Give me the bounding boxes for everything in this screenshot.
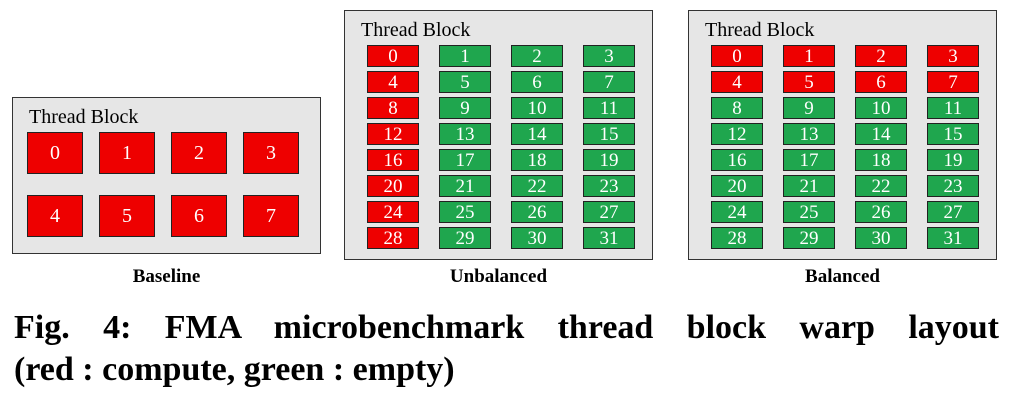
warp-empty-30: 30: [855, 227, 907, 249]
warp-empty-30: 30: [511, 227, 563, 249]
warp-empty-21: 21: [783, 175, 835, 197]
warp-empty-25: 25: [439, 201, 491, 223]
warp-empty-14: 14: [511, 123, 563, 145]
warp-empty-2: 2: [511, 45, 563, 67]
warp-compute-0: 0: [367, 45, 419, 67]
warp-empty-13: 13: [783, 123, 835, 145]
warp-compute-5: 5: [99, 195, 155, 237]
baseline-caption: Baseline: [132, 266, 201, 287]
warp-empty-11: 11: [927, 97, 979, 119]
warp-empty-8: 8: [711, 97, 763, 119]
warp-empty-11: 11: [583, 97, 635, 119]
warp-empty-27: 27: [583, 201, 635, 223]
baseline-panel-title: Thread Block: [29, 106, 139, 128]
warp-compute-2: 2: [855, 45, 907, 67]
balanced-panel-title: Thread Block: [705, 19, 815, 41]
warp-empty-29: 29: [783, 227, 835, 249]
warp-compute-3: 3: [243, 132, 299, 174]
warp-empty-16: 16: [711, 149, 763, 171]
warp-empty-18: 18: [855, 149, 907, 171]
warp-empty-7: 7: [583, 71, 635, 93]
warp-empty-3: 3: [583, 45, 635, 67]
warp-empty-23: 23: [927, 175, 979, 197]
warp-compute-0: 0: [27, 132, 83, 174]
warp-compute-1: 1: [783, 45, 835, 67]
warp-compute-7: 7: [243, 195, 299, 237]
warp-empty-12: 12: [711, 123, 763, 145]
warp-empty-9: 9: [439, 97, 491, 119]
warp-compute-4: 4: [711, 71, 763, 93]
warp-compute-24: 24: [367, 201, 419, 223]
warp-compute-3: 3: [927, 45, 979, 67]
warp-empty-1: 1: [439, 45, 491, 67]
warp-empty-22: 22: [511, 175, 563, 197]
warp-empty-18: 18: [511, 149, 563, 171]
warp-empty-14: 14: [855, 123, 907, 145]
warp-empty-10: 10: [511, 97, 563, 119]
warp-empty-19: 19: [927, 149, 979, 171]
warp-compute-6: 6: [855, 71, 907, 93]
warp-empty-6: 6: [511, 71, 563, 93]
warp-empty-24: 24: [711, 201, 763, 223]
unbalanced-caption: Unbalanced: [449, 266, 548, 287]
warp-compute-0: 0: [711, 45, 763, 67]
figure-caption-line2: (red : compute, green : empty): [14, 351, 455, 388]
warp-compute-7: 7: [927, 71, 979, 93]
warp-empty-15: 15: [583, 123, 635, 145]
warp-compute-20: 20: [367, 175, 419, 197]
warp-empty-17: 17: [439, 149, 491, 171]
unbalanced-panel-title: Thread Block: [361, 19, 471, 41]
warp-empty-31: 31: [583, 227, 635, 249]
warp-compute-12: 12: [367, 123, 419, 145]
warp-empty-9: 9: [783, 97, 835, 119]
warp-empty-15: 15: [927, 123, 979, 145]
warp-compute-2: 2: [171, 132, 227, 174]
warp-empty-19: 19: [583, 149, 635, 171]
warp-compute-4: 4: [367, 71, 419, 93]
figure-caption: Fig. 4: FMA microbenchmark thread block …: [14, 307, 999, 391]
warp-empty-25: 25: [783, 201, 835, 223]
warp-empty-21: 21: [439, 175, 491, 197]
figure-caption-line1: Fig. 4: FMA microbenchmark thread block …: [14, 309, 999, 346]
warp-empty-10: 10: [855, 97, 907, 119]
warp-empty-29: 29: [439, 227, 491, 249]
warp-empty-22: 22: [855, 175, 907, 197]
warp-empty-27: 27: [927, 201, 979, 223]
warp-compute-8: 8: [367, 97, 419, 119]
warp-empty-23: 23: [583, 175, 635, 197]
warp-empty-26: 26: [855, 201, 907, 223]
warp-empty-5: 5: [439, 71, 491, 93]
warp-compute-1: 1: [99, 132, 155, 174]
warp-empty-31: 31: [927, 227, 979, 249]
warp-empty-17: 17: [783, 149, 835, 171]
warp-compute-4: 4: [27, 195, 83, 237]
warp-empty-20: 20: [711, 175, 763, 197]
warp-empty-26: 26: [511, 201, 563, 223]
warp-empty-13: 13: [439, 123, 491, 145]
warp-empty-28: 28: [711, 227, 763, 249]
warp-compute-5: 5: [783, 71, 835, 93]
warp-compute-6: 6: [171, 195, 227, 237]
balanced-caption: Balanced: [805, 266, 880, 287]
warp-compute-28: 28: [367, 227, 419, 249]
warp-compute-16: 16: [367, 149, 419, 171]
